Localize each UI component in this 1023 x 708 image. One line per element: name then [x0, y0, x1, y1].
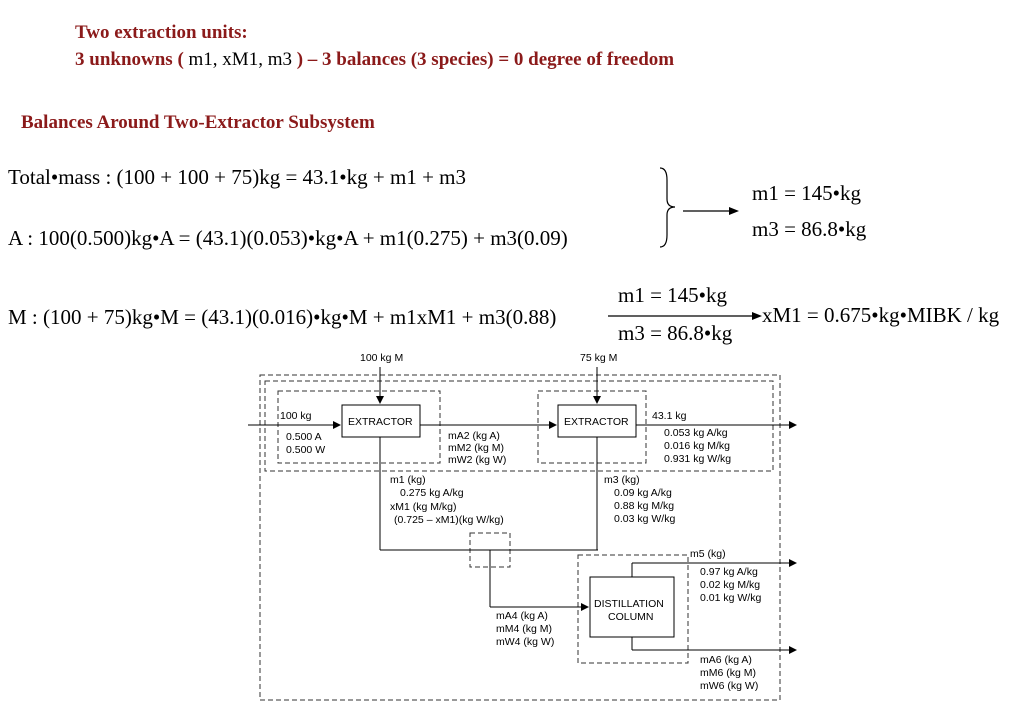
feed-in-0: 100 kg	[280, 410, 312, 422]
m4-1: mM4 (kg M)	[496, 623, 552, 635]
extractor1-box	[341, 404, 421, 438]
m-sub-bottom: m3 = 86.8•kg	[618, 321, 733, 345]
m1-0: m1 (kg)	[390, 474, 426, 486]
m1-1: 0.275 kg A/kg	[400, 487, 464, 499]
column-boundary	[577, 554, 689, 664]
header-line2: 3 unknowns ( m1, xM1, m3 ) – 3 balances …	[75, 49, 674, 71]
mid-0: mA2 (kg A)	[448, 430, 500, 442]
header-line2-prefix: 3 unknowns (	[75, 49, 184, 70]
feed-m2-label: 75 kg M	[580, 352, 617, 364]
brace-arrow	[659, 167, 739, 248]
m1-3: (0.725 – xM1)(kg W/kg)	[394, 514, 504, 526]
m-result: xM1 = 0.675•kg•MIBK / kg	[762, 303, 1000, 327]
header-line2-vars: m1, xM1, m3	[188, 49, 292, 70]
m-arrow	[608, 312, 762, 320]
subsystem-boundary	[264, 380, 774, 472]
section-title: Balances Around Two-Extractor Subsystem	[21, 112, 375, 133]
m4-2: mW4 (kg W)	[496, 636, 554, 648]
out-3: 0.931 kg W/kg	[664, 453, 731, 465]
m5-2: 0.02 kg M/kg	[700, 579, 760, 591]
m-sub-top: m1 = 145•kg	[618, 283, 728, 307]
column-1: COLUMN	[608, 611, 654, 623]
out-1: 0.053 kg A/kg	[664, 427, 728, 439]
feed-in-1: 0.500 A	[286, 431, 322, 443]
m1-2: xM1 (kg M/kg)	[390, 501, 457, 513]
extractor2-boundary	[537, 390, 647, 464]
extractor1-boundary	[277, 390, 441, 464]
flow-diagram: 100 kg M 75 kg M EXTRACTOR EXTRACTOR 100…	[248, 352, 797, 701]
extractor1-label: EXTRACTOR	[348, 416, 413, 428]
header-line2-suffix: ) – 3 balances (3 species) = 0 degree of…	[296, 49, 675, 70]
out-2: 0.016 kg M/kg	[664, 440, 730, 452]
column-0: DISTILLATION	[594, 598, 664, 610]
feed-m1-label: 100 kg M	[360, 352, 403, 364]
m3-1: 0.09 kg A/kg	[614, 487, 672, 499]
m6-1: mM6 (kg M)	[700, 667, 756, 679]
feed-in-2: 0.500 W	[286, 444, 325, 456]
extractor2-box	[557, 404, 637, 438]
m3-3: 0.03 kg W/kg	[614, 513, 675, 525]
mid-2: mW2 (kg W)	[448, 454, 506, 466]
m6-0: mA6 (kg A)	[700, 654, 752, 666]
m5-1: 0.97 kg A/kg	[700, 566, 758, 578]
m6-2: mW6 (kg W)	[700, 680, 758, 692]
result-m3: m3 = 86.8•kg	[752, 217, 867, 241]
m5-0: m5 (kg)	[690, 548, 726, 560]
m5-3: 0.01 kg W/kg	[700, 592, 761, 604]
a-balance-equation: A : 100(0.500)kg•A = (43.1)(0.053)•kg•A …	[8, 226, 568, 250]
out-0: 43.1 kg	[652, 410, 687, 422]
total-mass-equation: Total•mass : (100 + 100 + 75)kg = 43.1•k…	[8, 165, 467, 189]
m-balance-equation: M : (100 + 75)kg•M = (43.1)(0.016)•kg•M …	[8, 305, 557, 329]
mid-1: mM2 (kg M)	[448, 442, 504, 454]
m3-0: m3 (kg)	[604, 474, 640, 486]
m4-0: mA4 (kg A)	[496, 610, 548, 622]
header-line1: Two extraction units:	[75, 22, 248, 43]
outer-boundary	[259, 374, 781, 701]
result-m1: m1 = 145•kg	[752, 181, 862, 205]
extractor2-label: EXTRACTOR	[564, 416, 629, 428]
m3-2: 0.88 kg M/kg	[614, 500, 674, 512]
